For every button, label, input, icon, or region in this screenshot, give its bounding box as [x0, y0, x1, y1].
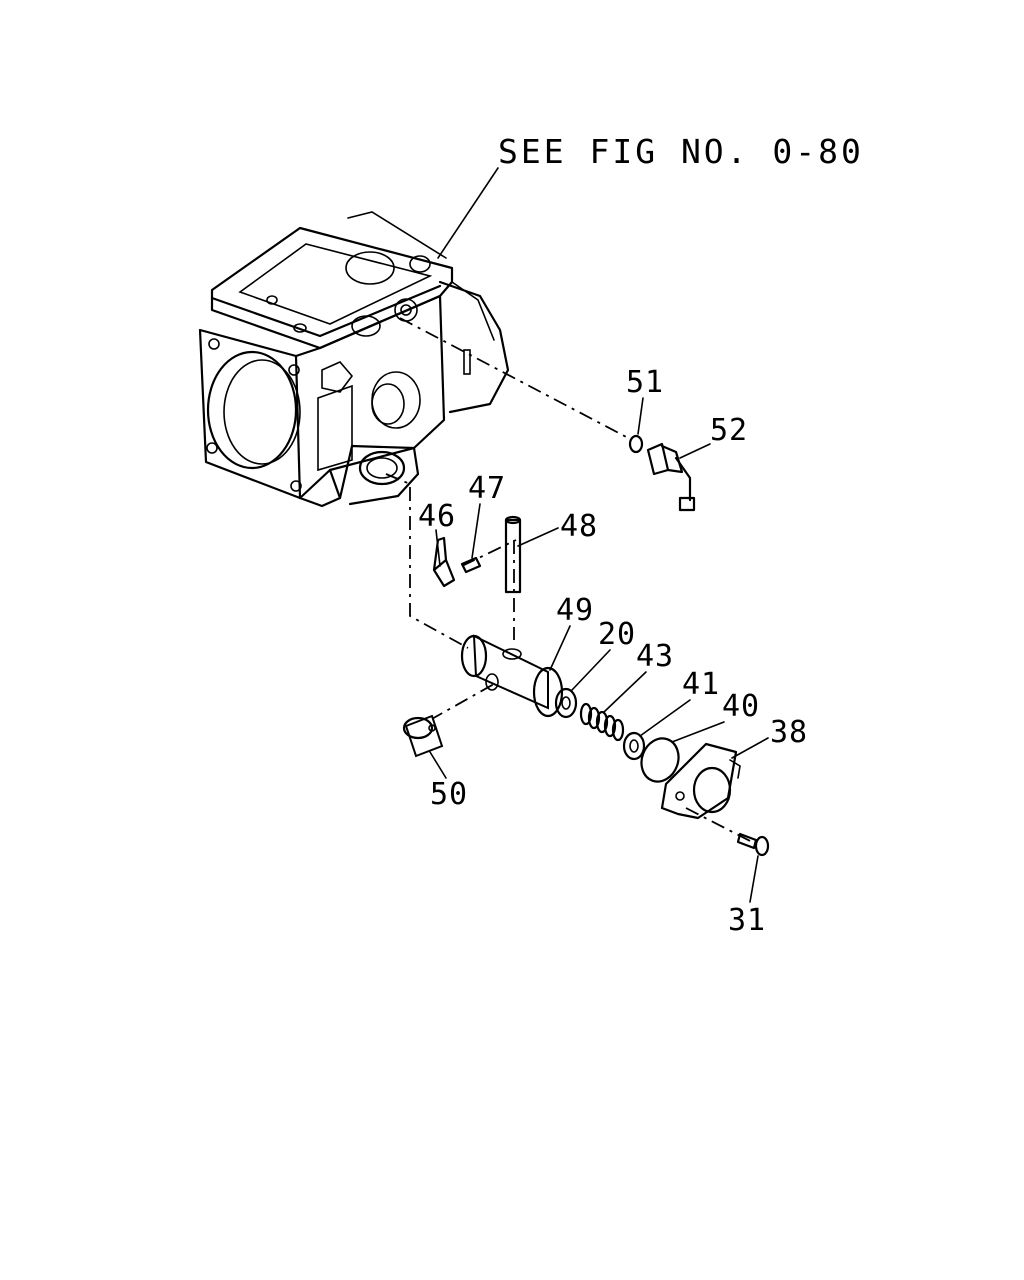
callout-20: 20 [598, 617, 636, 652]
leader-49 [549, 625, 571, 671]
leader-41 [639, 699, 691, 737]
spring-43 [579, 702, 625, 742]
o-ring-51 [628, 434, 644, 454]
cover-38 [660, 742, 741, 820]
leader-47 [471, 503, 481, 559]
washer-20 [554, 687, 578, 719]
bolt-47 [460, 556, 482, 574]
leader-52 [679, 443, 711, 459]
clip-46 [432, 536, 456, 588]
guide-line-plug [429, 683, 495, 721]
screw-31 [736, 832, 770, 857]
callout-31: 31 [728, 903, 766, 938]
pin-48 [504, 515, 522, 594]
valve-sleeve-49 [460, 634, 564, 718]
leader-38 [731, 737, 769, 759]
leader-43 [603, 671, 647, 713]
sensor-switch-52 [646, 442, 696, 512]
callout-38: 38 [770, 715, 808, 750]
callout-47: 47 [468, 471, 506, 506]
guide-line-sleeve [385, 473, 469, 649]
see-figure-reference: SEE FIG NO. 0-80 [498, 132, 864, 171]
guide-line-sensor [399, 317, 633, 441]
washer-41 [622, 731, 646, 761]
leader-51 [637, 397, 644, 435]
callout-40: 40 [722, 689, 760, 724]
callout-51: 51 [626, 365, 664, 400]
callout-46: 46 [418, 499, 456, 534]
plug-50 [402, 714, 444, 758]
guide-line-bolt [461, 539, 517, 567]
leader-20 [571, 649, 611, 691]
leader-50 [429, 751, 447, 779]
callout-41: 41 [682, 667, 720, 702]
callout-49: 49 [556, 593, 594, 628]
callout-52: 52 [710, 413, 748, 448]
guide-line-screw [685, 807, 753, 843]
leader-31 [749, 855, 759, 903]
leader-48 [517, 527, 559, 547]
reference-leader [437, 167, 499, 259]
leader-40 [671, 721, 725, 743]
o-ring-40 [640, 737, 680, 783]
callout-50: 50 [430, 777, 468, 812]
callout-48: 48 [560, 509, 598, 544]
callout-43: 43 [636, 639, 674, 674]
leader-46 [435, 529, 441, 567]
pump-housing [198, 211, 510, 508]
